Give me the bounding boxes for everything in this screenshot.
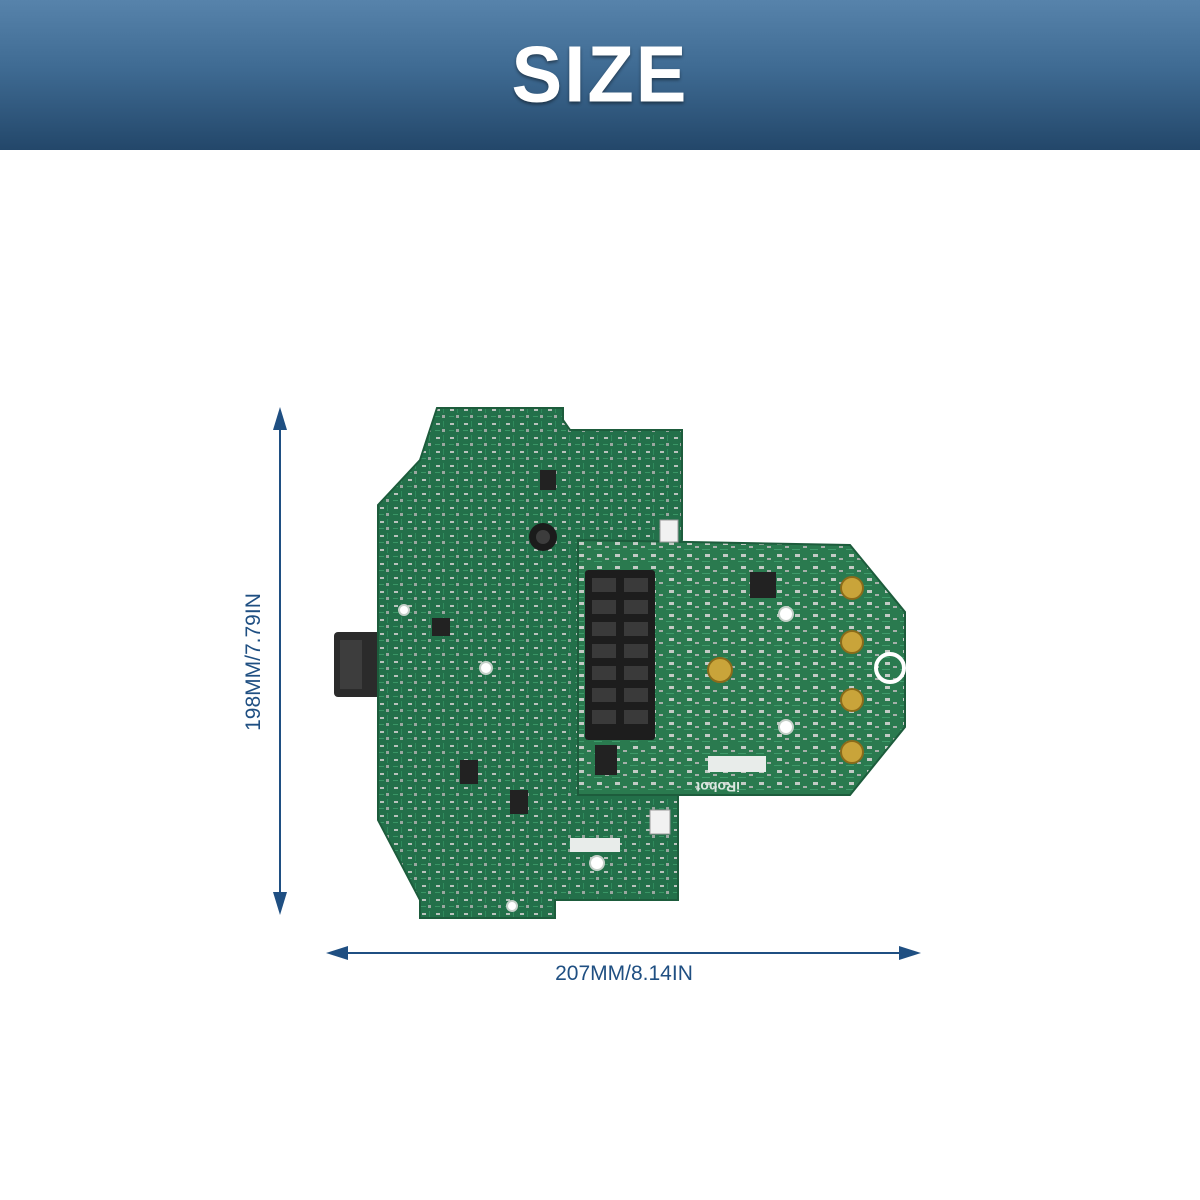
height-dimension-arrow	[273, 407, 287, 915]
height-dimension-label: 198MM/7.79IN	[242, 593, 265, 731]
circuit-board: iRobot	[334, 407, 906, 919]
title-banner: SIZE	[0, 0, 1200, 150]
brand-mark: iRobot	[695, 779, 740, 795]
banner-title: SIZE	[511, 29, 689, 120]
width-dimension-label: 207MM/8.14IN	[555, 962, 693, 985]
width-dimension-arrow	[326, 946, 921, 960]
